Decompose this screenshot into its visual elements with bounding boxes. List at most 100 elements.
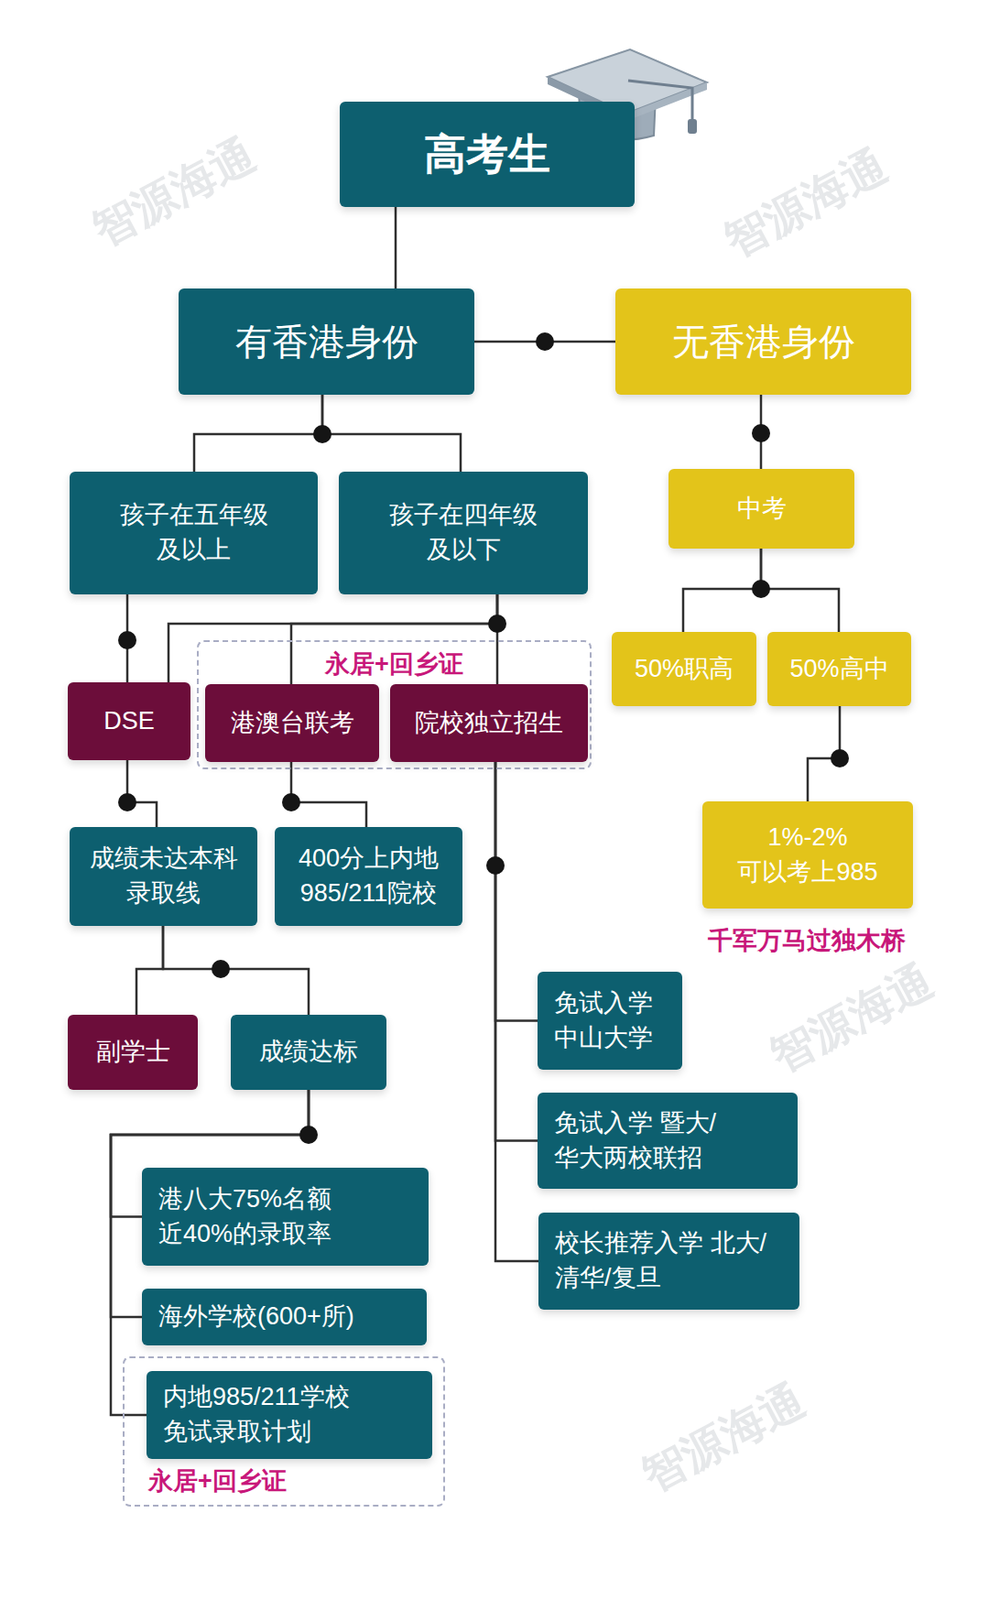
box-text: 1%-2% 可以考上985 [714, 820, 902, 891]
box-text: 50%职高 [634, 652, 734, 687]
box-text: 有香港身份 [235, 315, 419, 368]
box-text: 海外学校(600+所) [158, 1299, 355, 1335]
text-holder: 50%职高 [634, 652, 734, 687]
connector [291, 761, 367, 827]
teal-box: 高考生 [339, 101, 635, 207]
text-holder: 免试入学 中山大学 [554, 986, 666, 1056]
maroon-box: DSE [67, 682, 191, 761]
text-holder: 成绩达标 [259, 1034, 359, 1070]
box-text: 成绩达标 [259, 1034, 359, 1070]
yellow-box: 1%-2% 可以考上985 [702, 801, 913, 909]
teal-box: 成绩未达本科 录取线 [69, 826, 258, 926]
box-text: 校长推荐入学 北大/清华/复旦 [554, 1226, 783, 1296]
maroon-box: 院校独立招生 [390, 684, 588, 762]
teal-box: 港八大75%名额 近40%的录取率 [141, 1167, 429, 1266]
teal-box: 内地985/211学校 免试录取计划 [146, 1370, 433, 1459]
watermark: 智源海通 [631, 1370, 816, 1506]
text-holder: 有香港身份 [235, 315, 419, 368]
teal-box: 有香港身份 [178, 288, 475, 395]
text-holder: 港八大75%名额 近40%的录取率 [158, 1182, 413, 1252]
connector [194, 394, 323, 472]
connector [136, 925, 164, 1015]
dashed-group: 永居+回乡证港澳台联考 院校独立招生 [196, 640, 592, 770]
teal-box: 免试入学 暨大/华大两校联招 [537, 1092, 798, 1189]
junction-dot [751, 423, 771, 443]
text-holder: 高考生 [423, 124, 551, 184]
yellow-box: 中考 [668, 468, 855, 549]
teal-box: 成绩达标 [230, 1014, 387, 1090]
teal-box: 400分上内地 985/211院校 [274, 826, 463, 926]
connector [495, 761, 538, 1142]
box-text: 无香港身份 [672, 315, 856, 368]
box-text: 港八大75%名额 近40%的录取率 [158, 1182, 413, 1252]
watermark: 智源海通 [82, 125, 266, 261]
connector [496, 594, 500, 685]
box-text: 内地985/211学校 免试录取计划 [163, 1380, 416, 1450]
box-text: 港澳台联考 [230, 706, 355, 741]
text-holder: 孩子在五年级 及以上 [81, 498, 306, 568]
box-text: 副学士 [96, 1034, 171, 1070]
junction-dot [751, 579, 771, 598]
junction-dot [299, 1125, 318, 1144]
teal-box: 海外学校(600+所) [141, 1288, 427, 1346]
text-holder: 400分上内地 985/211院校 [286, 841, 451, 912]
junction-dot [535, 332, 555, 351]
text-holder: 无香港身份 [672, 315, 856, 368]
text-holder: DSE [103, 704, 155, 740]
junction-dot [118, 793, 137, 812]
teal-box: 免试入学 中山大学 [537, 971, 683, 1070]
box-text: 免试入学 中山大学 [554, 986, 666, 1056]
group-label: 永居+回乡证 [148, 1466, 287, 1496]
group-label: 永居+回乡证 [325, 649, 464, 679]
junction-dot [830, 749, 849, 768]
connector [495, 761, 538, 1022]
box-text: 高考生 [423, 124, 551, 184]
junction-dot [486, 856, 505, 875]
text-holder: 中考 [737, 491, 787, 527]
box-text: 院校独立招生 [414, 706, 564, 741]
text-holder: 成绩未达本科 录取线 [81, 841, 246, 912]
text-holder: 港澳台联考 [230, 706, 355, 741]
junction-dot [211, 959, 230, 979]
box-text: 50%高中 [789, 652, 889, 687]
junction-dot [313, 424, 332, 444]
junction-dot [282, 793, 301, 812]
text-holder: 免试入学 暨大/华大两校联招 [554, 1106, 782, 1176]
connector [760, 548, 839, 632]
teal-box: 孩子在四年级 及以下 [338, 471, 588, 595]
box-text: 孩子在四年级 及以下 [350, 498, 577, 568]
yellow-box: 无香港身份 [615, 288, 912, 395]
text-holder: 内地985/211学校 免试录取计划 [163, 1380, 416, 1450]
maroon-box: 副学士 [67, 1014, 198, 1090]
box-text: 400分上内地 985/211院校 [286, 841, 451, 912]
text-holder: 校长推荐入学 北大/清华/复旦 [554, 1226, 783, 1296]
watermark: 智源海通 [760, 951, 944, 1087]
dashed-group: 永居+回乡证 内地985/211学校 免试录取计划 [122, 1356, 446, 1507]
connector [495, 761, 539, 1261]
text-holder: 孩子在四年级 及以下 [350, 498, 577, 568]
text-holder: 院校独立招生 [414, 706, 564, 741]
teal-box: 孩子在五年级 及以上 [69, 471, 318, 595]
connector [683, 548, 761, 632]
teal-box: 校长推荐入学 北大/清华/复旦 [538, 1212, 800, 1310]
note-label: 千军万马过独木桥 [707, 923, 906, 957]
text-holder: 1%-2% 可以考上985 [714, 820, 902, 891]
text-holder: 海外学校(600+所) [158, 1299, 355, 1335]
connector [127, 760, 157, 827]
text-holder: 副学士 [96, 1034, 171, 1070]
connector [394, 206, 398, 289]
box-text: 中考 [737, 491, 787, 527]
maroon-box: 港澳台联考 [205, 684, 380, 762]
yellow-box: 50%高中 [767, 631, 912, 707]
yellow-box: 50%职高 [611, 631, 757, 707]
junction-dot [118, 630, 137, 650]
box-text: DSE [103, 704, 155, 740]
connector [291, 594, 498, 685]
box-text: 孩子在五年级 及以上 [81, 498, 306, 568]
box-text: 成绩未达本科 录取线 [81, 841, 246, 912]
connector [322, 394, 461, 472]
connector [168, 594, 498, 683]
box-text: 免试入学 暨大/华大两校联招 [554, 1106, 782, 1176]
